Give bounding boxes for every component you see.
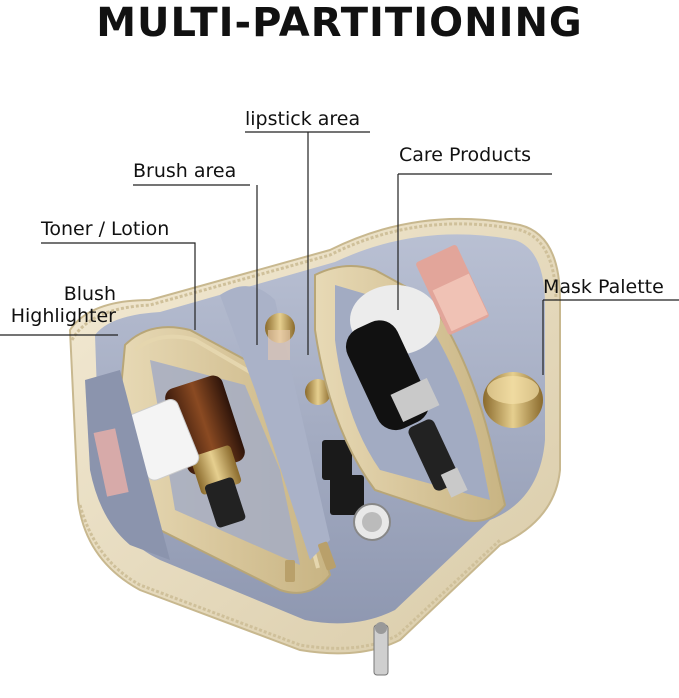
leader-lines	[0, 131, 679, 375]
label-toner-lotion: Toner / Lotion	[41, 218, 170, 240]
blush-pocket	[85, 370, 170, 560]
mask-palette	[416, 245, 489, 335]
zipper-edge	[70, 222, 558, 341]
lipstick-strip	[220, 286, 330, 560]
label-lipstick-area: lipstick area	[245, 108, 361, 130]
label-care-products: Care Products	[399, 144, 532, 166]
label-brush-area: Brush area	[133, 160, 237, 182]
cream-jar	[483, 372, 543, 428]
label-highlighter: Highlighter	[10, 305, 116, 327]
lipsticks	[265, 313, 391, 541]
label-mask-palette: Mask Palette	[543, 276, 664, 298]
label-blush: Blush	[63, 283, 116, 305]
zipper-pull	[373, 622, 389, 676]
page-title: MULTI-PARTITIONING	[96, 0, 583, 46]
toner-bottle	[125, 375, 246, 528]
care-devices	[345, 285, 468, 498]
